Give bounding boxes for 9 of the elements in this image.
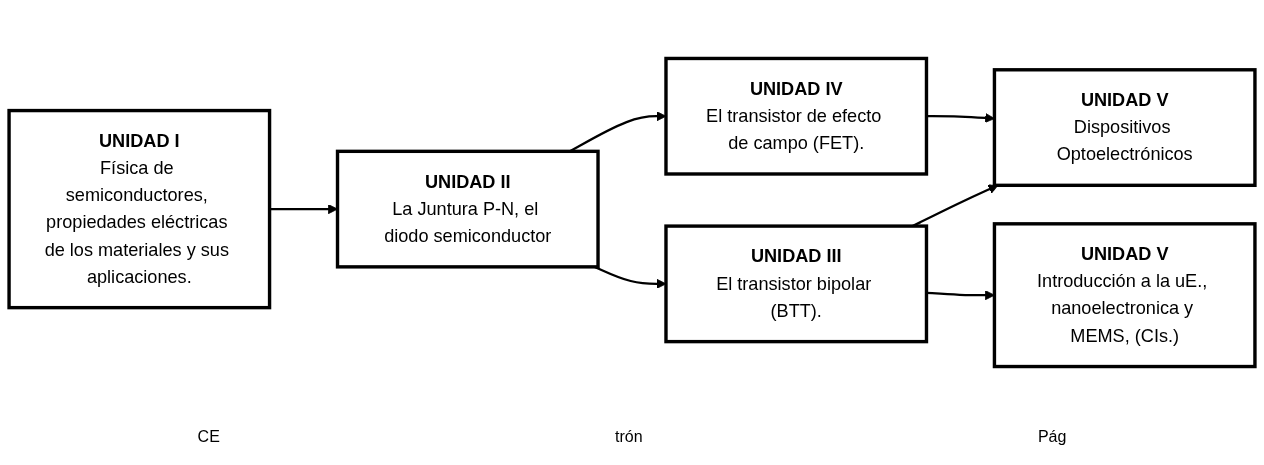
node-box: UNIDAD IV El transistor de efecto de campo (FET). [664,56,929,176]
node-box: UNIDAD I Física de semiconductores, propiedades eléctricas de los materiales y sus aplicaciones. [7,108,272,310]
footer-text: Pág [1037,428,1067,446]
footer-text: trón [615,428,643,446]
footer-text: CE [197,428,220,446]
node-box: UNIDAD III El transistor bipolar (BTT). [664,224,929,344]
node-box: UNIDAD II La Juntura P-N, el diodo semiconductor [335,149,600,269]
node-box: UNIDAD V Introducción a la uE., nanoelectronica y MEMS, (CIs.) [992,222,1257,369]
node-box: UNIDAD V Dispositivos Optoelectrónicos [992,68,1257,187]
